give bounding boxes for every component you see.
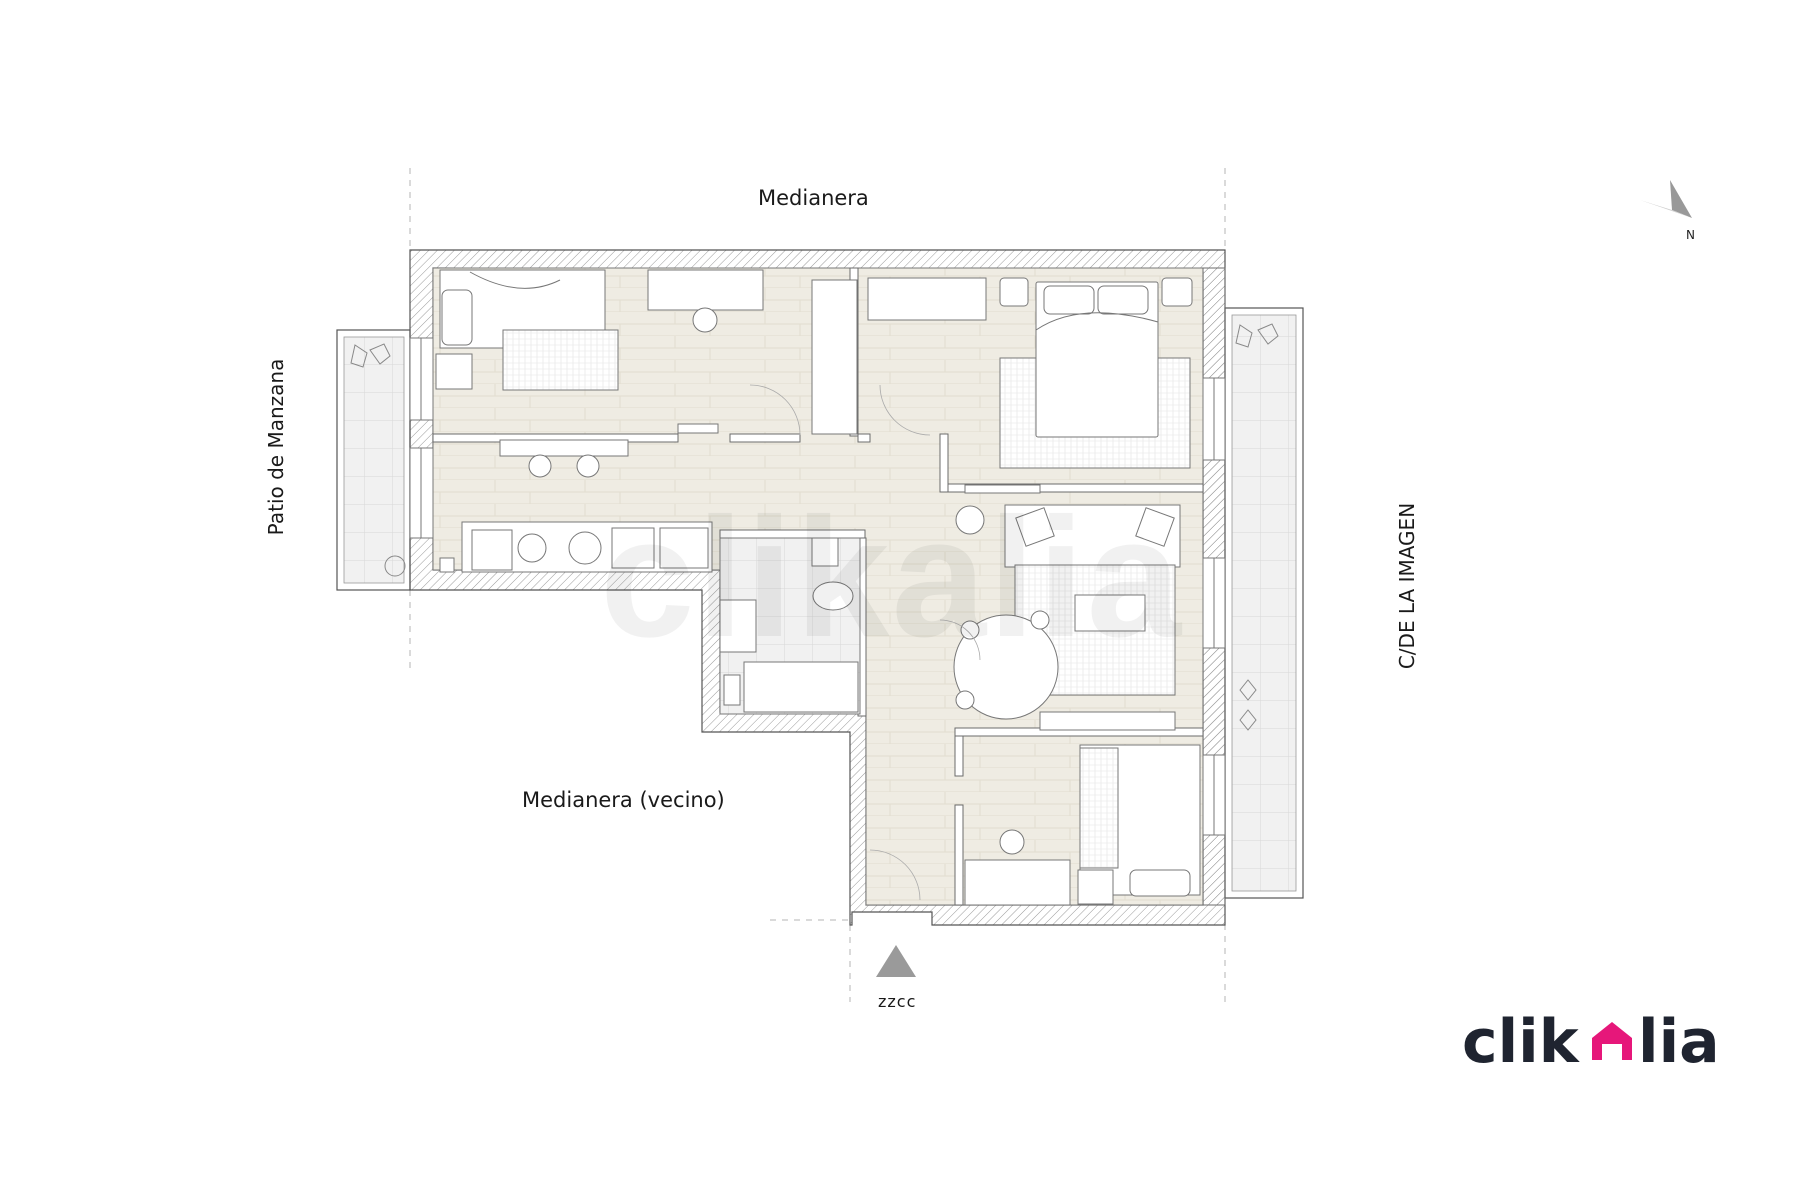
- living-room-furniture: [953, 504, 1181, 731]
- label-medianera-top: Medianera: [758, 186, 869, 210]
- plants: [350, 323, 1279, 731]
- north-label: N: [1686, 228, 1695, 242]
- master-bedroom-furniture: [867, 277, 1193, 494]
- bedroom-3-furniture: [964, 744, 1201, 906]
- svg-text:clik: clik: [1462, 1007, 1581, 1077]
- north-arrow-icon: [1640, 180, 1692, 218]
- bedroom-1-furniture: [435, 269, 858, 435]
- terrace-right: [1224, 307, 1304, 899]
- entrance-arrow: [876, 945, 916, 977]
- terrace-left: [336, 329, 411, 591]
- door-swings: [749, 384, 981, 901]
- label-street: C/DE LA IMAGEN: [1395, 502, 1419, 670]
- label-medianera-neighbor: Medianera (vecino): [522, 788, 725, 812]
- watermark: clikalia: [600, 483, 1184, 673]
- bathroom-fixtures: [719, 537, 861, 715]
- label-access: zzcc: [878, 992, 917, 1011]
- label-patio: Patio de Manzana: [264, 358, 288, 536]
- windows: [409, 337, 1226, 836]
- svg-text:lia: lia: [1638, 1007, 1720, 1077]
- kitchen-furniture: [439, 439, 713, 573]
- clikalia-logo: clik lia: [1462, 1007, 1720, 1077]
